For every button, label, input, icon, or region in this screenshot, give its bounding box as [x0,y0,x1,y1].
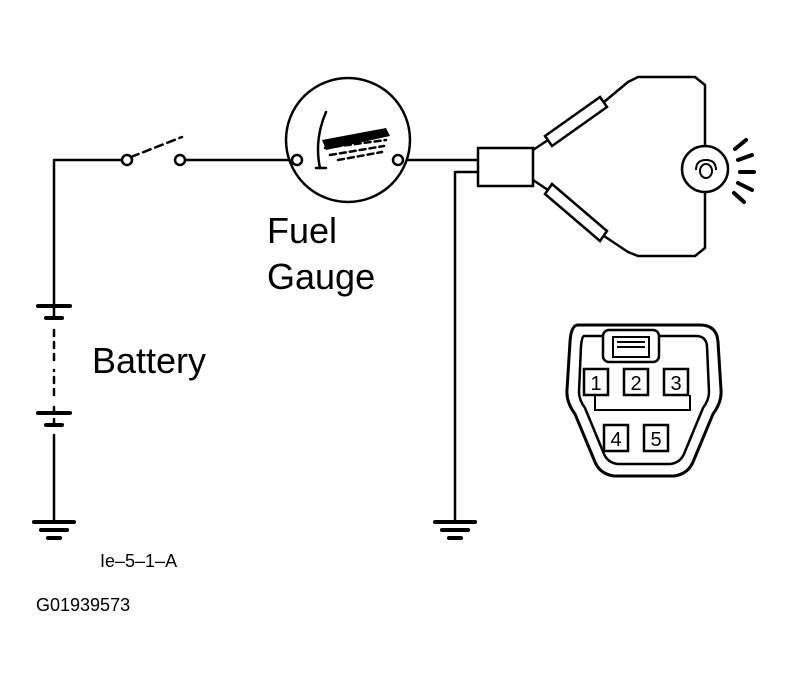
fuel-gauge-symbol [284,76,412,204]
ignition-switch [120,135,187,167]
diagram-code-label: Ie–5–1–A [100,551,177,571]
ground-symbol-right [433,520,477,540]
sender-connector-box [453,146,535,522]
connector-pin-4: 4 [610,429,621,451]
connector-pin-1: 1 [590,373,601,395]
connector-pin-2: 2 [630,373,641,395]
left-circuit-wire [52,158,480,524]
fuel-gauge-label-line1: Fuel [267,210,337,251]
battery-label: Battery [92,340,206,381]
battery-symbol [36,304,72,427]
ground-symbol-left [32,520,76,540]
fuel-gauge-label-line2: Gauge [267,256,375,297]
warning-lamp-circuit [531,75,707,258]
warning-lamp-bulb [680,138,756,204]
connector-pin-3: 3 [670,373,681,395]
connector-face-view: 1 2 3 4 5 [565,323,723,478]
connector-pin-5: 5 [650,429,661,451]
figure-id-label: G01939573 [36,595,130,615]
